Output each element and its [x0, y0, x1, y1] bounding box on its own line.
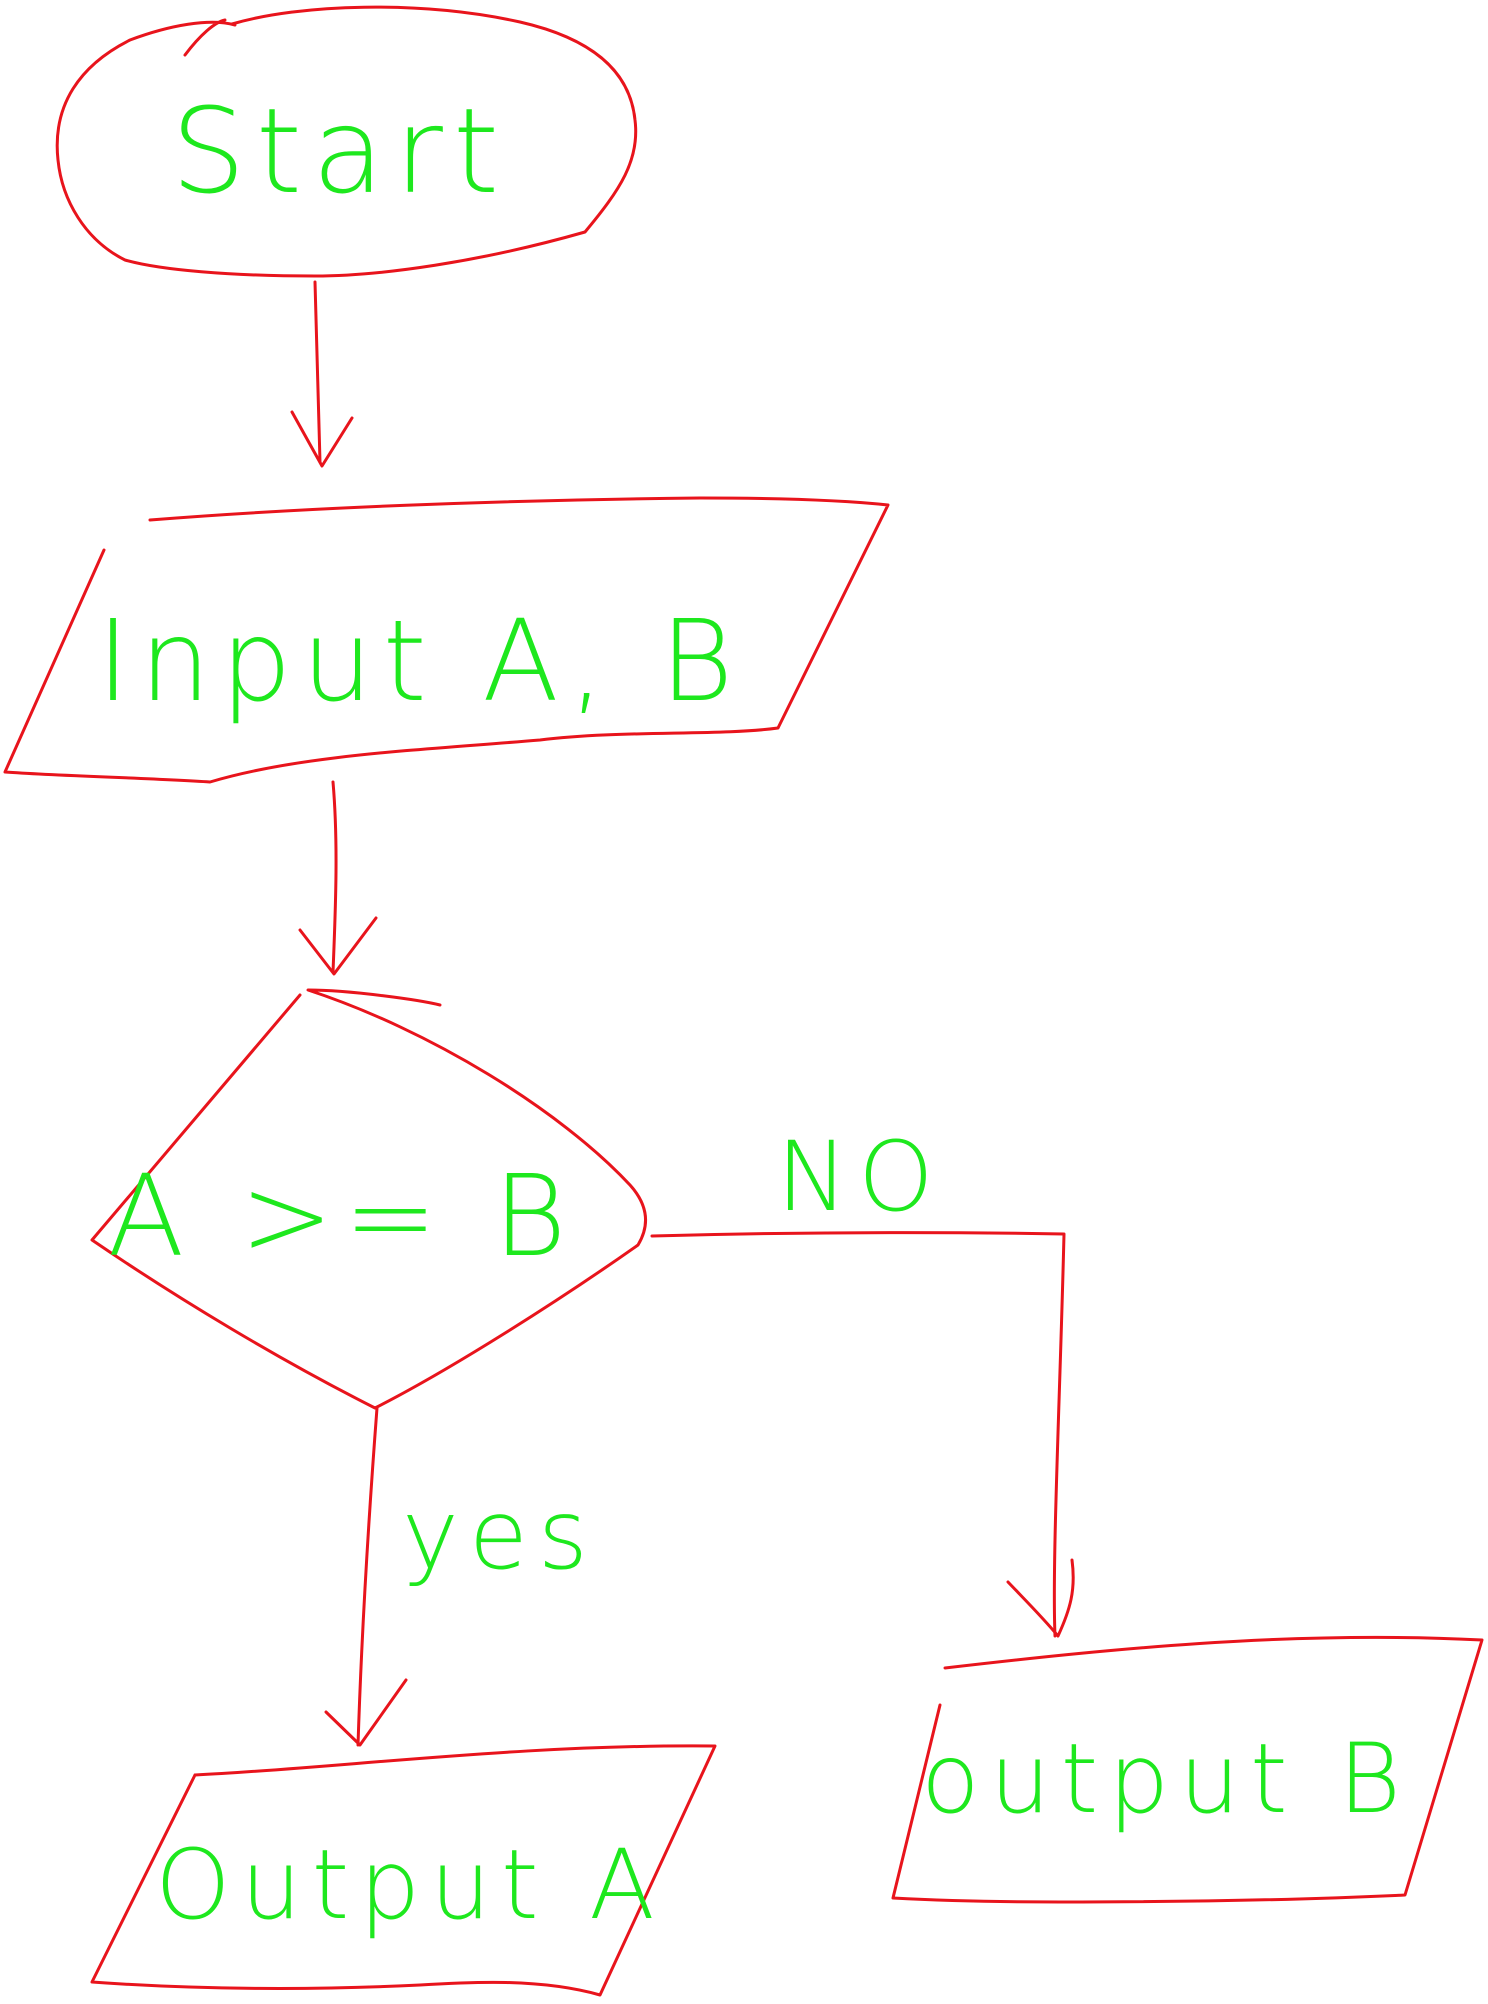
edge-label-yes: yes — [402, 1479, 598, 1591]
arrowhead-icon — [298, 916, 378, 976]
connector-line — [313, 280, 322, 464]
output-b-node-label: output B — [921, 1723, 1411, 1835]
output-b-node: output B — [891, 1635, 1484, 1904]
start-node-shape — [55, 5, 638, 278]
arrowhead-icon — [324, 1678, 408, 1747]
connector-line — [356, 1406, 379, 1747]
edge-label-no: NO — [776, 1121, 943, 1233]
start-node: Start — [55, 5, 638, 278]
arrowhead-icon — [1006, 1558, 1075, 1638]
decision-node-shape — [90, 988, 648, 1410]
input-node-label: Input A, B — [97, 597, 744, 727]
connector-line — [650, 1231, 1066, 1638]
output-a-node: Output A — [90, 1744, 717, 1997]
edge-input-to-decision — [298, 780, 378, 976]
edge-decision-to-output-a: yes — [324, 1406, 598, 1747]
output-a-node-shape — [90, 1744, 717, 1997]
output-a-node-label: Output A — [155, 1829, 665, 1941]
arrowhead-icon — [290, 410, 354, 468]
decision-node: A >= B — [90, 988, 648, 1410]
start-node-label: Start — [171, 82, 509, 220]
connector-line — [331, 780, 338, 974]
input-node-shape — [3, 496, 890, 784]
output-b-node-shape — [891, 1635, 1484, 1904]
decision-node-label: A >= B — [108, 1152, 577, 1282]
edge-decision-to-output-b: NO — [650, 1121, 1075, 1638]
input-node: Input A, B — [3, 496, 890, 784]
edge-start-to-input — [290, 280, 354, 468]
